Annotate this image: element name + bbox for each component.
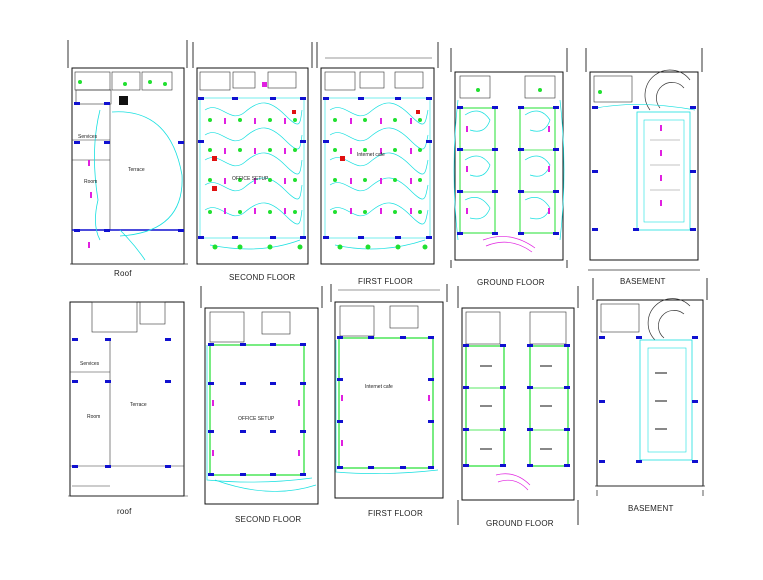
plan-second-floor-top: OFFICE SETUP SECOND FLOOR: [192, 42, 313, 282]
roof-top-title: Roof: [114, 269, 132, 278]
first-bottom-room-label: Internet cafe: [365, 384, 393, 390]
plan-roof-bottom: Services Room Terrace roof: [68, 301, 188, 516]
basement-bottom-title: BASEMENT: [628, 504, 674, 513]
roof-top-terrace-label: Terrace: [128, 167, 145, 173]
basement-top-title: BASEMENT: [620, 277, 666, 286]
first-top-title: FIRST FLOOR: [358, 277, 413, 286]
plan-second-floor-bottom: OFFICE SETUP SECOND FLOOR: [200, 286, 323, 524]
plan-first-floor-top: Internet cafe FIRST FLOOR: [316, 42, 439, 286]
second-top-room-label: OFFICE SETUP: [232, 176, 269, 182]
second-bottom-title: SECOND FLOOR: [235, 515, 301, 524]
roof-bottom-room-label: Room: [87, 414, 100, 420]
first-bottom-title: FIRST FLOOR: [368, 509, 423, 518]
plan-basement-top: BASEMENT: [585, 48, 703, 286]
roof-bottom-terrace-label: Terrace: [130, 402, 147, 408]
roof-top-room-label: Room: [84, 179, 97, 185]
plan-roof-top: Services Room Terrace Roof: [67, 40, 188, 278]
roof-bottom-title: roof: [117, 507, 132, 516]
plan-ground-floor-bottom: GROUND FLOOR: [457, 286, 579, 528]
ground-top-title: GROUND FLOOR: [477, 278, 545, 287]
second-top-title: SECOND FLOOR: [229, 273, 295, 282]
roof-top-services-label: Services: [78, 134, 98, 140]
roof-bottom-services-label: Services: [80, 361, 100, 367]
ground-bottom-title: GROUND FLOOR: [486, 519, 554, 528]
plan-ground-floor-top: GROUND FLOOR: [450, 48, 568, 287]
first-top-room-label: Internet cafe: [357, 152, 385, 158]
plan-basement-bottom: BASEMENT: [592, 278, 708, 513]
second-bottom-room-label: OFFICE SETUP: [238, 416, 275, 422]
plan-first-floor-bottom: Internet cafe FIRST FLOOR: [330, 284, 448, 518]
